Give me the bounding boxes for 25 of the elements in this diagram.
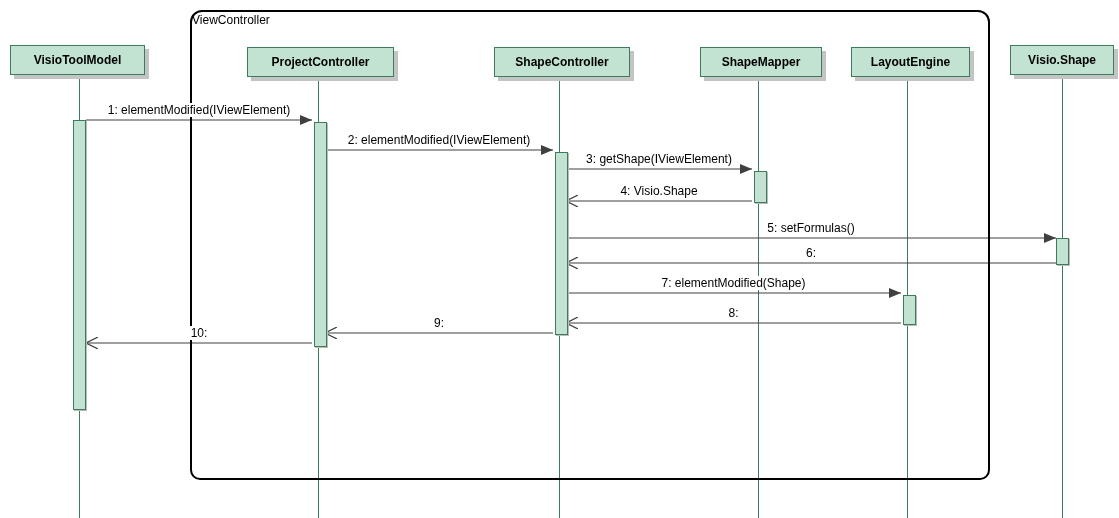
message-label: 7: elementModified(Shape): [659, 276, 808, 290]
message-arrow: [85, 115, 313, 125]
message-label: 8:: [726, 306, 741, 320]
class-name: ProjectController: [271, 54, 370, 71]
class-name: LayoutEngine: [870, 54, 951, 71]
activation-bar: [73, 120, 86, 410]
message-label: 2: elementModified(IViewElement): [345, 133, 533, 147]
message-label: 3: getShape(IViewElement): [584, 152, 734, 166]
class-name: Visio.Shape: [1028, 52, 1096, 69]
activation-bar: [314, 122, 327, 347]
activation-bar: [1056, 238, 1069, 265]
class-name: ShapeMapper: [721, 54, 801, 71]
message-label: 6:: [804, 246, 818, 260]
class-name: ShapeController: [515, 54, 609, 71]
class-name: VisioToolModel: [33, 52, 122, 69]
message-label: 5: setFormulas(): [765, 221, 857, 235]
message-label: 10:: [188, 326, 210, 340]
activation-bar: [555, 152, 568, 335]
activation-bar: [754, 171, 767, 203]
message-arrow: [85, 336, 313, 350]
message-label: 9:: [432, 316, 446, 330]
message-label: 1: elementModified(IViewElement): [105, 103, 293, 117]
frame-title: ViewController: [192, 12, 270, 28]
message-label: 4: Visio.Shape: [618, 184, 700, 198]
activation-bar: [903, 295, 916, 325]
